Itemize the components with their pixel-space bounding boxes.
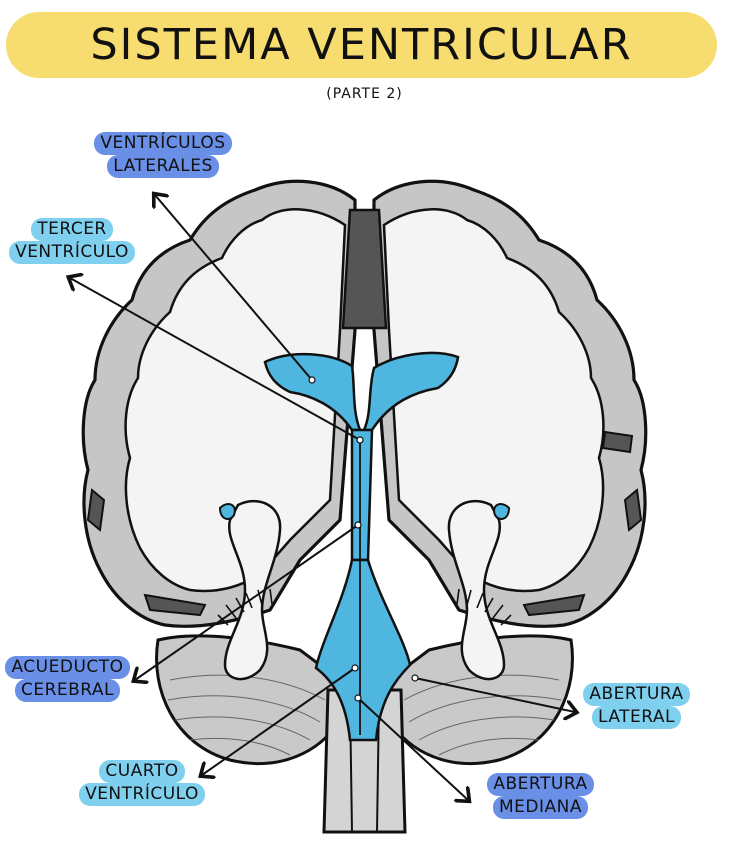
- third-ventricle: [350, 428, 374, 562]
- pointer-dots: [308, 376, 419, 702]
- fourth-ventricle: [314, 558, 412, 742]
- pointer-lines: [70, 195, 575, 800]
- temporal-lobes: [223, 499, 506, 681]
- label-abertura-mediana: ABERTURA MEDIANA: [478, 773, 603, 819]
- label-acueducto-cerebral: ACUEDUCTO CEREBRAL: [0, 656, 135, 702]
- sulci: [86, 430, 643, 617]
- label-cuarto-ventriculo: CUARTO VENTRÍCULO: [72, 760, 212, 806]
- longitudinal-fissure: [341, 208, 388, 330]
- label-tercer-ventriculo: TERCER VENTRÍCULO: [2, 218, 142, 264]
- page-subtitle: (PARTE 2): [326, 86, 403, 102]
- label-abertura-lateral: ABERTURA LATERAL: [574, 683, 699, 729]
- title-banner: SISTEMA VENTRICULAR: [6, 12, 717, 78]
- page-title: SISTEMA VENTRICULAR: [90, 20, 633, 70]
- label-ventriculos-laterales: VENTRÍCULOS LATERALES: [88, 132, 238, 178]
- white-matter: [124, 208, 605, 593]
- ventricular-system: [218, 351, 511, 742]
